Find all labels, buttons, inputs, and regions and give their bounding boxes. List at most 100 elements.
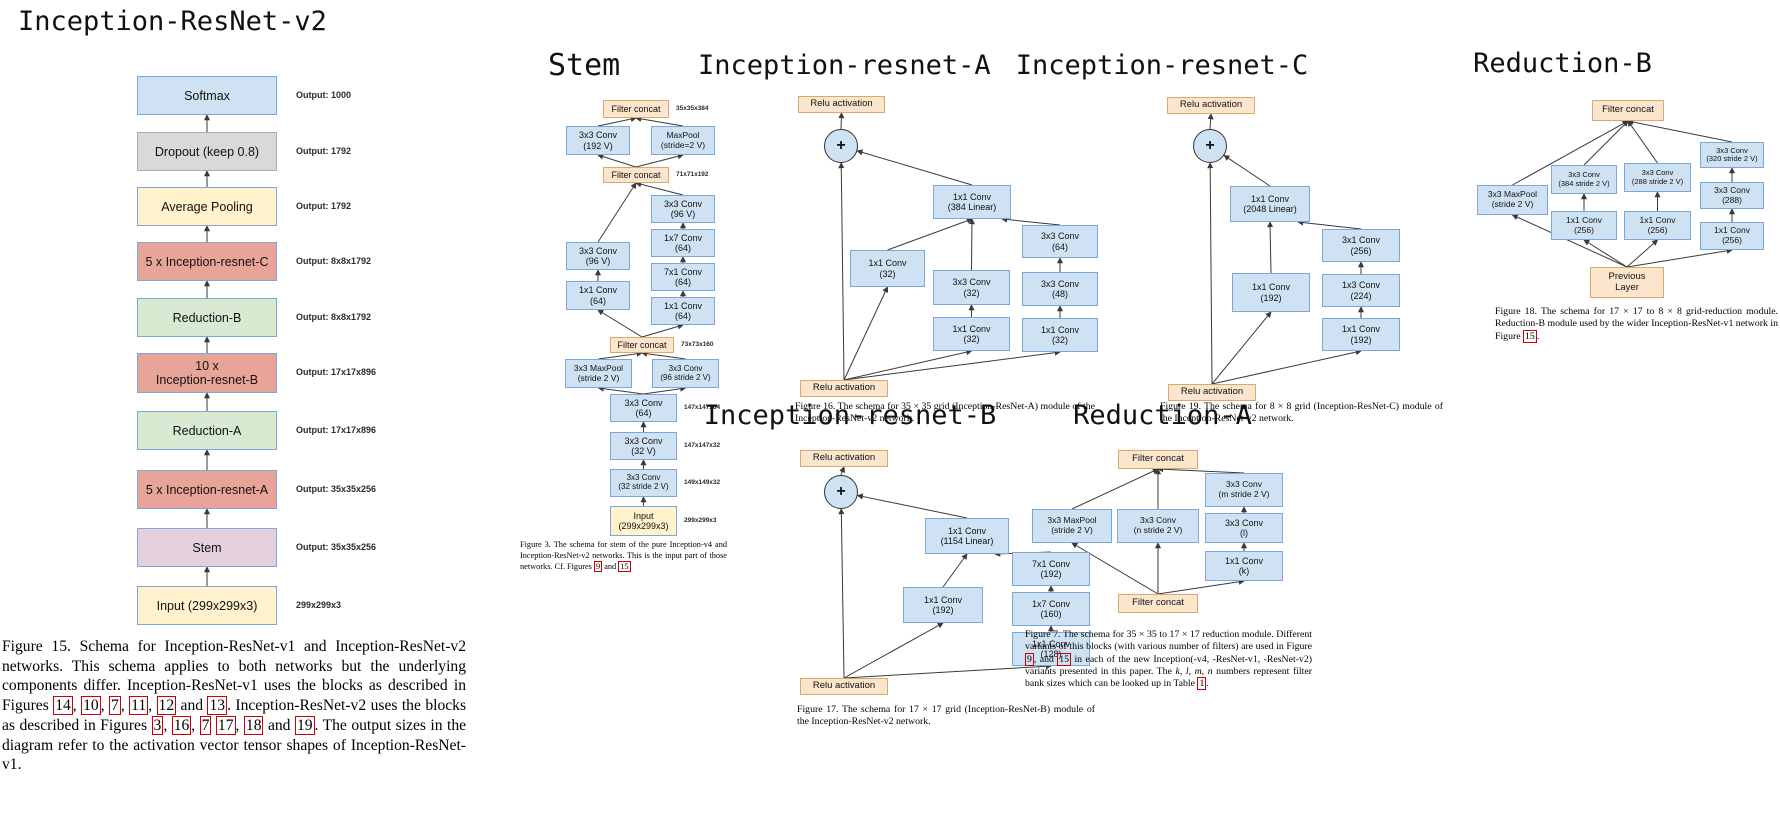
figure-reference-link[interactable]: 14 — [53, 696, 73, 716]
reduction-b-conv-3x3-288-stride2v-label: 3x3 Conv (288 stride 2 V) — [1631, 168, 1684, 186]
inception-resnet-b-conv-1x1-128-label: 1x1 Conv (128) — [1031, 638, 1071, 659]
reduction-b-conv-3x3-384-stride2v: 3x3 Conv (384 stride 2 V) — [1551, 165, 1617, 194]
overall-schema-dropout-box: Dropout (keep 0.8) — [137, 132, 277, 171]
reduction-a-edge-arrow-icon — [1157, 466, 1245, 474]
reduction-b-previous-layer-label: Previous Layer — [1608, 270, 1646, 293]
figure-reference-link[interactable]: 1 — [1197, 677, 1207, 691]
figure-reference-link[interactable]: 7 — [109, 696, 121, 716]
reduction-b-filter-concat-top-label: Filter concat — [1602, 104, 1654, 116]
overall-schema-shape-label: Output: 8x8x1792 — [296, 256, 372, 266]
overall-schema-inception-resnet-a-x5-box: 5 x Inception-resnet-A — [137, 470, 277, 509]
inception-resnet-a-conv-1x1-32-b2: 1x1 Conv (32) — [933, 317, 1010, 351]
inception-resnet-a-edge-arrow-icon — [968, 218, 976, 271]
figure-reference-link[interactable]: 13 — [207, 696, 228, 716]
stem-edge-arrow-icon — [597, 116, 637, 127]
overall-schema-reduction-a-box-label: Reduction-A — [172, 423, 242, 438]
inception-resnet-c-relu-bottom-label: Relu activation — [1180, 386, 1244, 398]
inception-resnet-c-residual-add-label: + — [1205, 136, 1215, 154]
figure-reference-link[interactable]: 11 — [129, 696, 149, 716]
overall-schema-average-pooling-box: Average Pooling — [137, 187, 277, 226]
figure-reference-link[interactable]: 3 — [151, 715, 164, 735]
figure-reference-link[interactable]: 9 — [593, 560, 603, 572]
inception-resnet-c-conv-1x1-192-b1: 1x1 Conv (192) — [1232, 273, 1310, 312]
figure-reference-link[interactable]: 15 — [1057, 652, 1072, 666]
overall-schema-title: Inception-ResNet-v2 — [18, 6, 327, 37]
inception-resnet-c-conv-1x1-192-b1-label: 1x1 Conv (192) — [1251, 282, 1291, 303]
caption-text: Figure 3. The schema for stem of the pur… — [520, 540, 727, 571]
overall-schema-shape-label: Output: 1792 — [296, 201, 352, 211]
stem-maxpool-3x3-stride2v: 3x3 MaxPool (stride 2 V) — [565, 359, 632, 388]
figure-reference-link[interactable]: 17 — [215, 715, 236, 735]
reduction-b-conv-3x3-320-stride2v-label: 3x3 Conv (320 stride 2 V) — [1706, 145, 1758, 163]
inception-resnet-a-relu-top-label: Relu activation — [810, 98, 873, 110]
caption-text: , — [163, 716, 172, 734]
figure-reference-link[interactable]: 16 — [171, 715, 192, 735]
reduction-b-edge-arrow-icon — [1627, 119, 1733, 143]
figure-reference-link[interactable]: 15 — [618, 560, 631, 572]
stem-conv-3x3-192v: 3x3 Conv (192 V) — [566, 126, 630, 155]
reduction-a-maxpool-3x3-stride2v-label: 3x3 MaxPool (stride 2 V) — [1047, 515, 1097, 535]
reduction-a-edge-arrow-icon — [1157, 578, 1245, 595]
stem-conv-3x3-64: 3x3 Conv (64) — [610, 394, 677, 422]
inception-resnet-c-conv-1x1-192-b2-label: 1x1 Conv (192) — [1341, 324, 1381, 345]
stem-maxpool-stride2v: MaxPool (stride=2 V) — [651, 126, 715, 155]
reduction-a-conv-3x3-m-stride2v: 3x3 Conv (m stride 2 V) — [1205, 473, 1283, 507]
caption-text: k, l, m, n — [1175, 666, 1213, 678]
inception-resnet-a-relu-bottom: Relu activation — [800, 380, 888, 397]
stem-conv-1x1-64-left: 1x1 Conv (64) — [566, 281, 630, 310]
stem-conv-3x3-192v-label: 3x3 Conv (192 V) — [578, 130, 618, 151]
figure-reference-link[interactable]: 9 — [1025, 652, 1034, 666]
reduction-a-filter-concat-bottom-label: Filter concat — [1132, 597, 1184, 609]
reduction-b-edge-arrow-icon — [1511, 214, 1628, 268]
stem-filter-concat-2: Filter concat — [603, 167, 669, 183]
inception-resnet-c-conv-1x1-192-b2: 1x1 Conv (192) — [1322, 318, 1400, 351]
reduction-b-conv-1x1-256-b4: 1x1 Conv (256) — [1700, 222, 1764, 250]
inception-resnet-a-conv-3x3-48-b3-label: 3x3 Conv (48) — [1040, 278, 1080, 299]
stem-conv-3x3-32-stride2v-label: 3x3 Conv (32 stride 2 V) — [618, 473, 669, 491]
stem-shape-label: 149x149x32 — [684, 479, 721, 486]
reduction-b-conv-3x3-288-label: 3x3 Conv (288) — [1714, 184, 1750, 205]
figure-reference-link[interactable]: 19 — [294, 715, 315, 735]
stem-shape-label: 71x71x192 — [676, 171, 709, 178]
inception-resnet-b-edge-arrow-icon — [843, 663, 1052, 679]
caption-text: . The output sizes in the diagram refer … — [2, 716, 467, 774]
stem-shape-label: 73x73x160 — [681, 341, 714, 348]
stem-filter-concat-2-label: Filter concat — [611, 169, 661, 180]
inception-resnet-b-residual-add-label: + — [836, 482, 846, 500]
stem-filter-concat-1: Filter concat — [610, 337, 674, 353]
stem-title: Stem — [548, 48, 621, 83]
inception-resnet-c-figure-caption: Figure 19. The schema for 8 × 8 grid (In… — [1160, 401, 1443, 426]
overall-schema-shape-label: Output: 35x35x256 — [296, 484, 377, 494]
figure-reference-link[interactable]: 10 — [81, 696, 101, 716]
stem-shape-label: 299x299x3 — [684, 517, 717, 524]
reduction-b-edge-arrow-icon — [1626, 239, 1659, 268]
figure-reference-link[interactable]: 15 — [1523, 329, 1537, 343]
caption-text: and — [176, 697, 208, 715]
inception-resnet-a-figure-caption: Figure 16. The schema for 35 × 35 grid (… — [795, 401, 1095, 426]
reduction-a-filter-concat-bottom: Filter concat — [1118, 594, 1198, 613]
reduction-b-conv-3x3-288: 3x3 Conv (288) — [1700, 182, 1764, 209]
inception-resnet-c-title: Inception-resnet-C — [1015, 50, 1309, 81]
inception-resnet-b-edge-arrow-icon — [838, 508, 845, 679]
figure-reference-link[interactable]: 18 — [243, 715, 264, 735]
overall-schema-shape-label: Output: 1792 — [296, 146, 352, 156]
overall-schema-inception-resnet-b-x10-box: 10 x Inception-resnet-B — [137, 353, 277, 393]
inception-resnet-a-residual-add-icon: + — [824, 129, 858, 163]
reduction-b-previous-layer: Previous Layer — [1590, 267, 1664, 298]
inception-resnet-a-conv-1x1-32-b1-label: 1x1 Conv (32) — [868, 258, 907, 279]
figure-reference-link[interactable]: 12 — [156, 696, 177, 716]
inception-resnet-b-conv-1x7-160: 1x7 Conv (160) — [1012, 592, 1090, 626]
reduction-b-conv-3x3-320-stride2v: 3x3 Conv (320 stride 2 V) — [1700, 142, 1764, 168]
inception-resnet-c-conv-3x1-256-label: 3x1 Conv (256) — [1341, 235, 1381, 256]
caption-text: , — [148, 697, 157, 715]
overall-schema-reduction-b-box: Reduction-B — [137, 298, 277, 337]
figure-reference-link[interactable]: 7 — [199, 715, 212, 735]
reduction-a-maxpool-3x3-stride2v: 3x3 MaxPool (stride 2 V) — [1032, 509, 1112, 543]
inception-resnet-a-conv-3x3-64-b3-label: 3x3 Conv (64) — [1040, 231, 1080, 252]
overall-schema-average-pooling-box-label: Average Pooling — [161, 199, 253, 214]
inception-resnet-a-conv-1x1-32-b3: 1x1 Conv (32) — [1022, 318, 1098, 352]
inception-resnet-c-conv-1x1-2048-linear: 1x1 Conv (2048 Linear) — [1230, 186, 1310, 222]
stem-edge-arrow-icon — [635, 181, 684, 196]
caption-text: Figure 7. The schema for 35 × 35 to 17 ×… — [1025, 629, 1312, 653]
reduction-a-filter-concat-top: Filter concat — [1118, 450, 1198, 469]
